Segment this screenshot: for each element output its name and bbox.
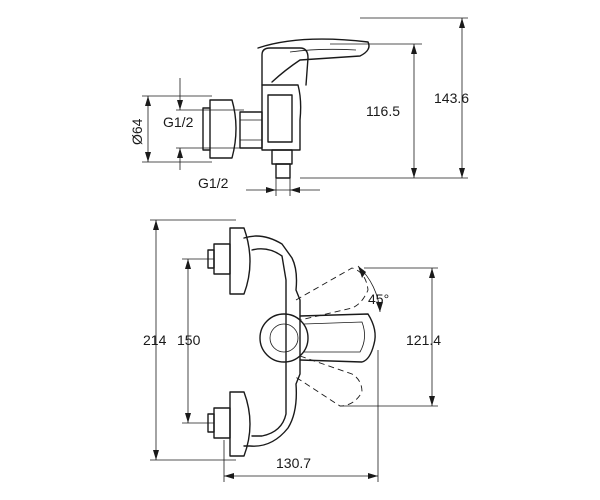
diameter-label: Ø64 [129, 118, 145, 145]
cartridge-circle [259, 313, 309, 363]
outlet-thread-label: G1/2 [198, 175, 229, 191]
faucet-body-front [243, 235, 301, 447]
inlet-thread-label: G1/2 [163, 114, 194, 130]
lever-handle [257, 38, 370, 83]
lever-angle-label: 45° [368, 291, 389, 307]
outlet-stub [271, 149, 293, 165]
lever-front [299, 313, 376, 363]
total-height-label: 143.6 [434, 90, 469, 106]
lever-rotated-up [295, 267, 369, 321]
upper-rosette [229, 227, 251, 295]
cartridge-cap [261, 47, 309, 86]
lever-height-label: 121.4 [406, 332, 441, 348]
connecting-nut [239, 111, 263, 149]
lever-rotated-down [293, 355, 363, 407]
front-view: 45° 214 150 121.4 130.7 [143, 219, 441, 482]
inlet-spacing-label: 150 [177, 332, 201, 348]
side-view: Ø64 G1/2 G1/2 116.5 143.6 [129, 17, 469, 196]
front-total-height-label: 214 [143, 332, 167, 348]
outlet-height-label: 116.5 [366, 103, 400, 119]
wall-rosette [209, 99, 237, 159]
lower-rosette [229, 391, 251, 457]
depth-label: 130.7 [276, 455, 311, 471]
faucet-body [261, 84, 302, 151]
